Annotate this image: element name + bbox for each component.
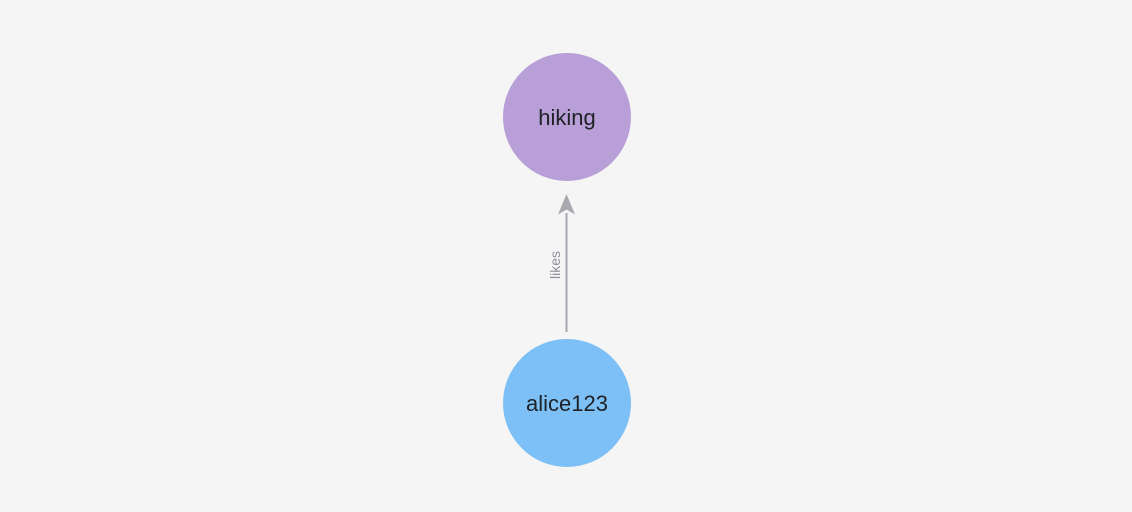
node-hiking-circle[interactable] [503,53,631,181]
edge-label: likes [547,251,563,279]
arrowhead-icon [558,194,575,215]
node-alice123-label: alice123 [526,391,608,416]
node-hiking-label: hiking [538,105,595,130]
node-alice123-circle[interactable] [503,339,631,467]
node-hiking[interactable]: hiking [503,53,631,181]
node-alice123[interactable]: alice123 [503,339,631,467]
edge-alice123-likes-hiking: likes [547,194,575,332]
